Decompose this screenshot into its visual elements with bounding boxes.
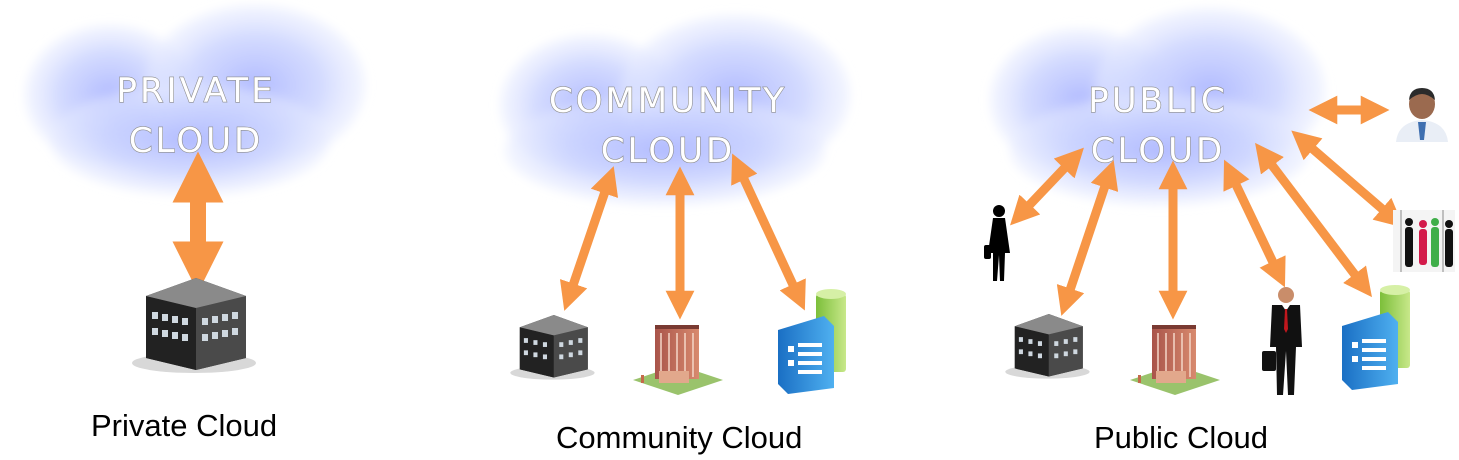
private-cloud-caption: Private Cloud [91,408,278,443]
public-cloud-label-line-2: CLOUD [1091,131,1225,171]
community-cloud-label-line-2: CLOUD [601,131,735,171]
businessman-icon [1262,287,1302,395]
private-cloud-label-line-1: PRIVATE [116,71,275,111]
community-cloud-label-line-1: COMMUNITY [549,81,787,121]
public-arrow-office [1056,160,1119,316]
private-cloud [25,5,365,195]
public-cloud-caption: Public Cloud [1094,420,1269,455]
woman-silhouette-icon [984,205,1010,281]
brick-building-icon [633,325,723,395]
crowd-icon [1393,210,1455,272]
public-arrow-crowd [1291,130,1404,228]
office-building-icon [1005,314,1090,379]
corporate-building-icon [778,289,846,394]
private-cloud-label-line-2: CLOUD [129,121,263,161]
brick-building-icon [1130,325,1220,395]
community-arrow-1 [559,166,619,311]
office-building-icon [510,315,595,380]
community-cloud-caption: Community Cloud [556,420,803,455]
community-arrow-3 [731,153,806,311]
corporate-building-icon [1342,285,1410,390]
public-cloud-label-line-1: PUBLIC [1088,81,1227,121]
user-avatar-icon [1396,88,1448,142]
office-building-icon [132,278,256,373]
